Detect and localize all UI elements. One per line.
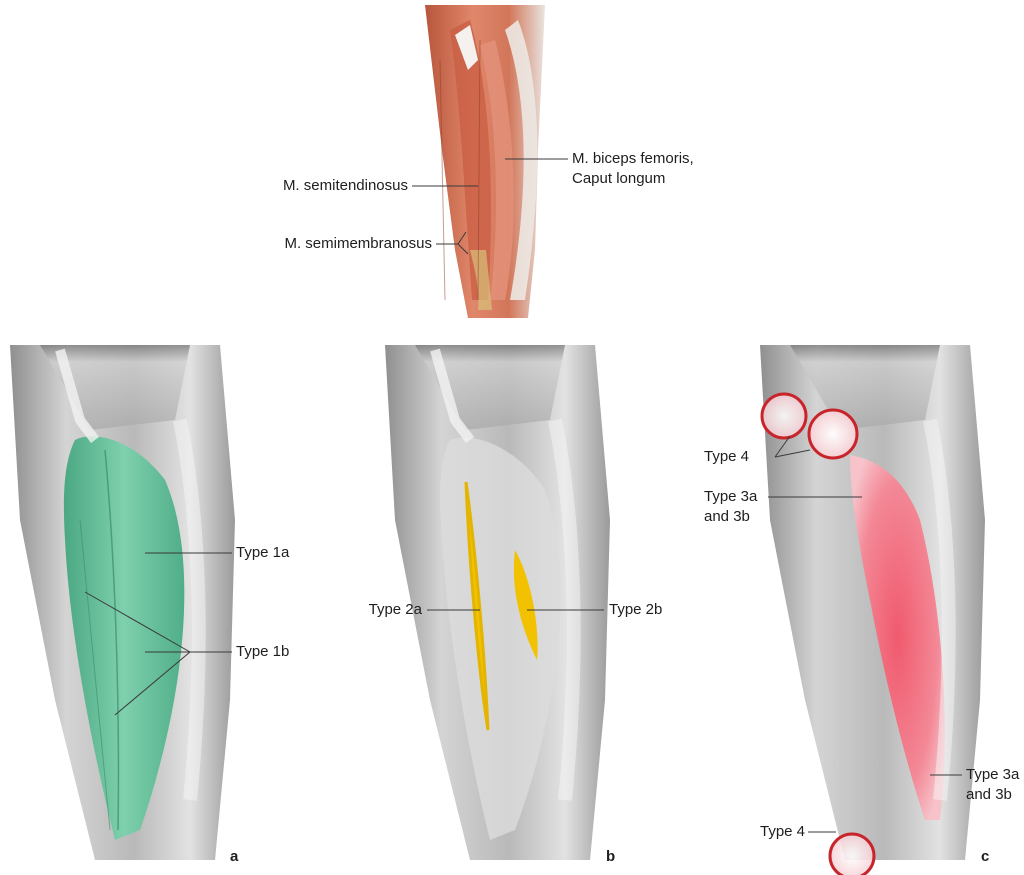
top-leader-lines	[412, 158, 568, 255]
panel-c-letter: c	[981, 848, 990, 865]
panel-c-type-4-circle-bottom	[828, 832, 876, 875]
top-thigh-illustration	[425, 5, 545, 318]
popliteal-fossa	[470, 250, 492, 310]
label-biceps-line2: Caput longum	[572, 170, 666, 187]
panel-b-letter: b	[606, 848, 616, 865]
panel-c-type-3-highlight	[850, 455, 945, 820]
label-type-3-lower-line2: and 3b	[966, 786, 1012, 803]
panel-b-type-2a-highlight	[464, 481, 490, 731]
panel-a-letter: a	[230, 848, 239, 865]
label-type-4-top: Type 4	[704, 448, 750, 465]
panel-c-gluteal	[790, 345, 940, 430]
label-semitendinosus: M. semitendinosus	[282, 177, 408, 194]
tendon-origin	[455, 25, 478, 70]
label-type-3-lower-line1: Type 3a	[966, 766, 1020, 783]
panel-c-illustration	[760, 345, 985, 875]
label-type-4-bottom: Type 4	[760, 823, 806, 840]
iliotibial-tract	[505, 20, 538, 300]
label-type-2b: Type 2b	[609, 601, 663, 618]
panel-a-leader-lines	[84, 552, 232, 716]
panel-a-hamstrings-highlight	[63, 436, 185, 840]
label-semimembranosus: M. semimembranosus	[284, 235, 432, 252]
label-type-3-upper-line2: and 3b	[704, 508, 750, 525]
label-type-1b: Type 1b	[236, 643, 290, 660]
panel-c-type-4-circle-right	[807, 408, 859, 460]
panel-a-illustration	[10, 345, 235, 860]
semitendinosus-muscle	[450, 20, 491, 300]
label-type-3-upper-line1: Type 3a	[704, 488, 758, 505]
panel-c-leader-lines	[768, 435, 962, 833]
label-type-2a: Type 2a	[368, 601, 422, 618]
panel-c-type-4-circle-left	[760, 392, 808, 440]
biceps-femoris-muscle	[480, 40, 514, 300]
label-type-1a: Type 1a	[236, 544, 290, 561]
label-biceps-line1: M. biceps femoris,	[572, 150, 694, 167]
panel-b-illustration	[385, 345, 610, 860]
panel-b-type-2b-highlight	[513, 550, 538, 660]
